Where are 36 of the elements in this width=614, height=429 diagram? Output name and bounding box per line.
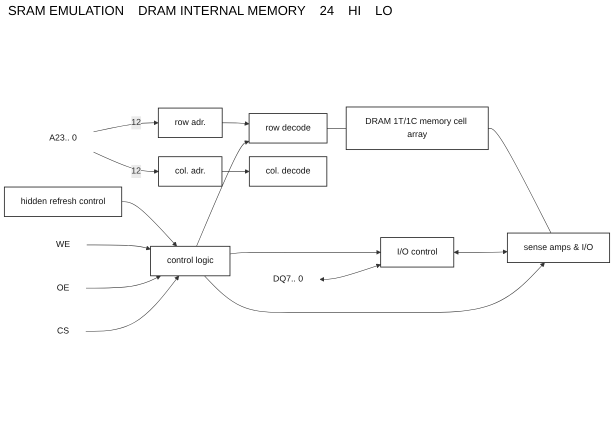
node-text: WE <box>56 240 70 250</box>
node-box: DRAM 1T/1C memory cell array <box>346 106 489 150</box>
node-text: A23.. 0 <box>49 133 77 143</box>
edge-label: 12 <box>131 118 141 128</box>
node-box: sense amps & I/O <box>506 232 610 263</box>
arrow <box>222 121 250 126</box>
arrow <box>93 152 159 174</box>
arrow <box>222 169 250 174</box>
diagram-label: SRAM EMULATION <box>8 3 124 20</box>
arrow <box>320 264 381 282</box>
arrow <box>196 140 250 247</box>
node-text: OE <box>56 283 70 292</box>
connector <box>488 128 552 234</box>
arrow <box>454 250 508 255</box>
diagram-label: HI <box>348 3 362 20</box>
diagram-label: 24 <box>320 3 334 20</box>
diagram-label: LO <box>375 3 392 20</box>
arrow <box>121 202 177 247</box>
diagram-label: DRAM INTERNAL MEMORY <box>138 3 306 20</box>
node-box: I/O control <box>380 237 454 268</box>
node-text: CS <box>56 326 70 336</box>
node-box: row decode <box>248 113 328 144</box>
node-text: DQ7.. 0 <box>273 274 304 284</box>
arrow <box>86 244 151 250</box>
arrow <box>85 276 180 332</box>
arrow <box>204 262 545 313</box>
node-box: control logic <box>150 246 230 276</box>
connector <box>326 128 346 129</box>
node-box: col. decode <box>248 156 328 187</box>
arrow <box>230 250 381 255</box>
node-box: hidden refresh control <box>4 186 122 217</box>
node-box: col. adr. <box>158 156 222 187</box>
arrow <box>85 276 161 288</box>
arrow <box>93 120 159 132</box>
edge-label: 12 <box>131 166 141 176</box>
node-box: row adr. <box>158 108 223 138</box>
